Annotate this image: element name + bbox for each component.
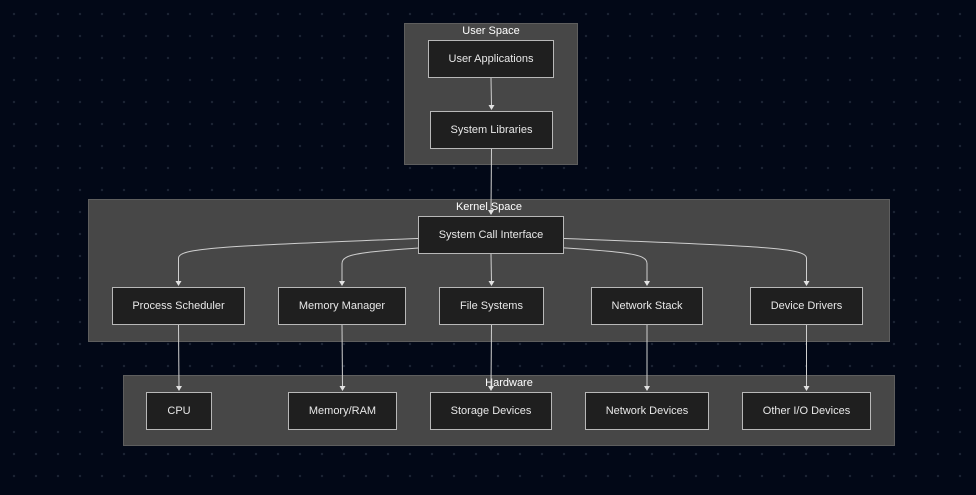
node-cpu: CPU: [146, 392, 212, 430]
node-other-io-devices: Other I/O Devices: [742, 392, 871, 430]
node-user-applications: User Applications: [428, 40, 554, 78]
edge-system-call-interface-to-file-systems: [490, 253, 492, 283]
node-network-devices: Network Devices: [585, 392, 709, 430]
edge-process-scheduler-to-cpu: [178, 324, 180, 388]
arrowhead-cpu: [176, 386, 182, 391]
node-system-libraries: System Libraries: [430, 111, 553, 149]
node-file-systems: File Systems: [439, 287, 544, 325]
edge-file-systems-to-storage-devices: [490, 324, 492, 388]
arrowhead-memory-manager: [339, 281, 345, 286]
arrowhead-memory-ram: [339, 386, 346, 391]
arrowhead-system-call-interface: [488, 210, 494, 215]
edge-system-libraries-to-system-call-interface: [490, 148, 492, 212]
node-device-drivers: Device Drivers: [750, 287, 863, 325]
edge-system-call-interface-to-process-scheduler: [178, 237, 425, 282]
node-network-stack: Network Stack: [591, 287, 703, 325]
arrowhead-network-devices: [644, 386, 650, 391]
edge-system-call-interface-to-device-drivers: [557, 237, 807, 282]
arrowhead-other-io-devices: [803, 386, 810, 391]
node-process-scheduler: Process Scheduler: [112, 287, 245, 325]
edge-user-applications-to-system-libraries: [490, 77, 492, 107]
arrowhead-network-stack: [644, 281, 650, 286]
node-memory-manager: Memory Manager: [278, 287, 406, 325]
arrowhead-file-systems: [488, 281, 495, 286]
cluster-title-kernel-space: Kernel Space: [455, 201, 523, 213]
node-storage-devices: Storage Devices: [430, 392, 552, 430]
cluster-title-hardware: Hardware: [485, 377, 533, 389]
node-memory-ram: Memory/RAM: [288, 392, 397, 430]
arrowhead-storage-devices: [488, 386, 494, 391]
node-system-call-interface: System Call Interface: [418, 216, 564, 254]
arrowhead-system-libraries: [488, 105, 495, 110]
arrowhead-device-drivers: [803, 281, 810, 286]
cluster-title-user-space: User Space: [462, 25, 520, 37]
edge-memory-manager-to-memory-ram: [341, 324, 343, 388]
arrowhead-process-scheduler: [175, 281, 182, 286]
